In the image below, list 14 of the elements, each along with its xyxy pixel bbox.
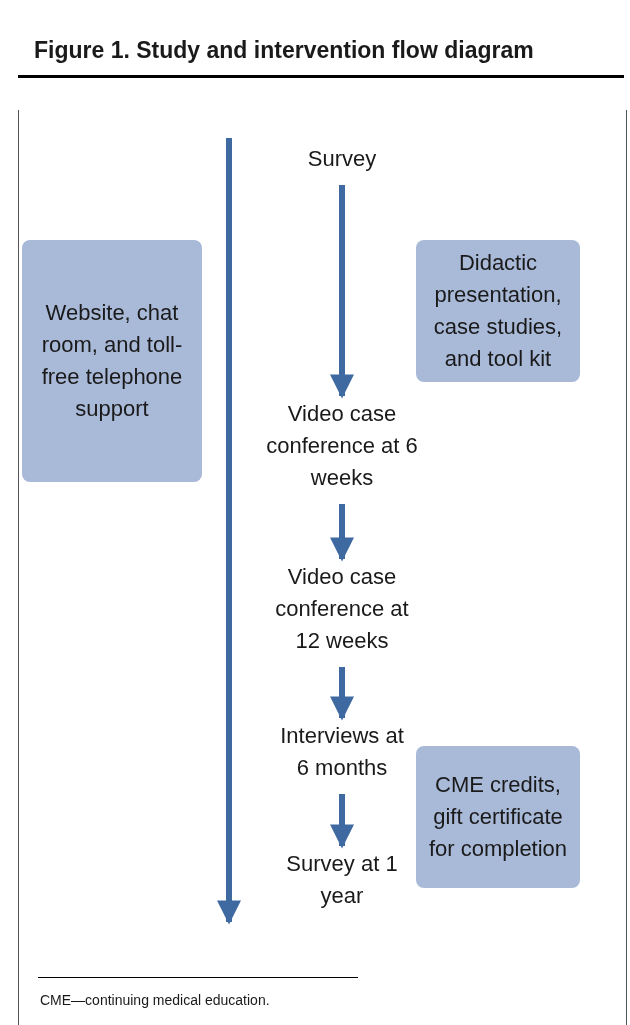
arrow xyxy=(330,504,354,562)
arrow xyxy=(330,185,354,399)
figure-title: Figure 1. Study and intervention flow diagram xyxy=(34,36,535,65)
info-box: CME credits, gift certificate for completion xyxy=(416,746,580,888)
step-text: Survey xyxy=(272,143,412,175)
arrow xyxy=(330,667,354,721)
arrow xyxy=(330,794,354,849)
step-text: Video case conference at 6 weeks xyxy=(262,398,422,494)
step-text: Video case conference at 12 weeks xyxy=(262,561,422,657)
step-text: Interviews at 6 months xyxy=(272,720,412,784)
info-box: Website, chat room, and toll-free telephone support xyxy=(22,240,202,482)
step-text: Survey at 1 year xyxy=(272,848,412,912)
info-box: Didactic presentation, case studies, and tool kit xyxy=(416,240,580,382)
footnote: CME—continuing medical education. xyxy=(40,991,270,1010)
